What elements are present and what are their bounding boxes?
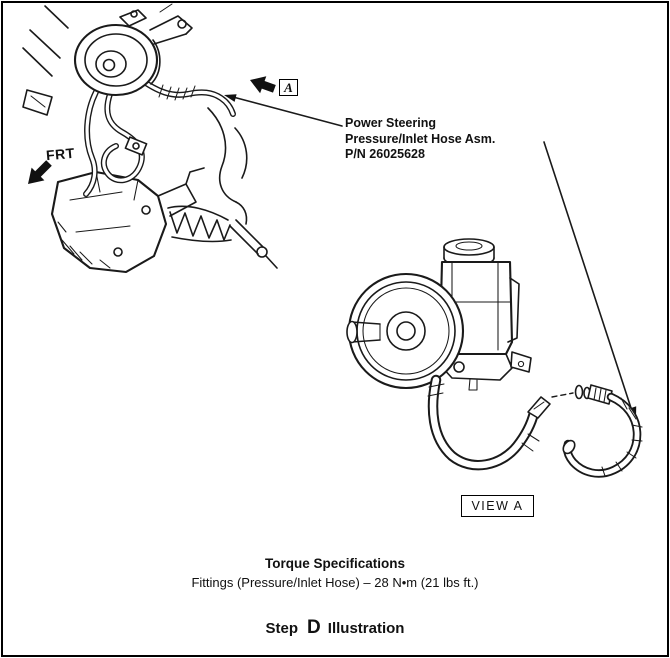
frt-arrow: [28, 160, 52, 184]
pressure-hose-upper: [137, 76, 236, 117]
frt-label: FRT: [45, 144, 76, 164]
inlet-fitting: [574, 384, 613, 405]
engine-block: [50, 170, 168, 274]
return-hoses: [83, 89, 145, 197]
view-a-callout-letter: A: [284, 79, 293, 95]
detail-pulley: [347, 272, 465, 390]
ribbed-hose-end: [562, 392, 643, 478]
reservoir-cap-small: [119, 9, 147, 27]
step-caption: Step D Illustration: [0, 617, 670, 639]
torque-specifications: Torque Specifications Fittings (Pressure…: [0, 556, 670, 590]
view-a-callout-box: A: [279, 79, 298, 96]
pump-pulley: [73, 23, 159, 97]
cv-boot: [167, 205, 278, 269]
step-suffix: Illustration: [327, 620, 405, 637]
part-callout-text: Power Steering Pressure/Inlet Hose Asm. …: [345, 116, 495, 163]
view-a-callout-arrow: [250, 76, 276, 94]
body-tab: [22, 89, 53, 116]
step-letter: D: [307, 617, 321, 638]
leader-line-detail-view: [543, 141, 637, 420]
part-callout-line2: Pressure/Inlet Hose Asm.: [345, 131, 496, 146]
pressure-hose-detail: [427, 374, 540, 471]
hose-end-fitting: [527, 396, 551, 419]
pulley-shaft: [346, 320, 381, 344]
engine-assembly-view: [22, 3, 278, 274]
part-callout-line3: P/N 26025628: [345, 147, 425, 161]
step-word: Step: [265, 620, 299, 637]
view-a-box: VIEW A: [461, 495, 534, 517]
pump-detail-view: [346, 238, 643, 478]
leader-line-part-callout: [224, 94, 343, 127]
alignment-dash-line: [551, 392, 574, 398]
torque-title: Torque Specifications: [264, 556, 406, 571]
view-a-box-label: VIEW A: [471, 499, 524, 513]
torque-spec-line: Fittings (Pressure/Inlet Hose) – 28 N•m …: [191, 575, 479, 590]
part-callout-line1: Power Steering: [345, 116, 436, 130]
hose-fitting: [124, 136, 148, 156]
